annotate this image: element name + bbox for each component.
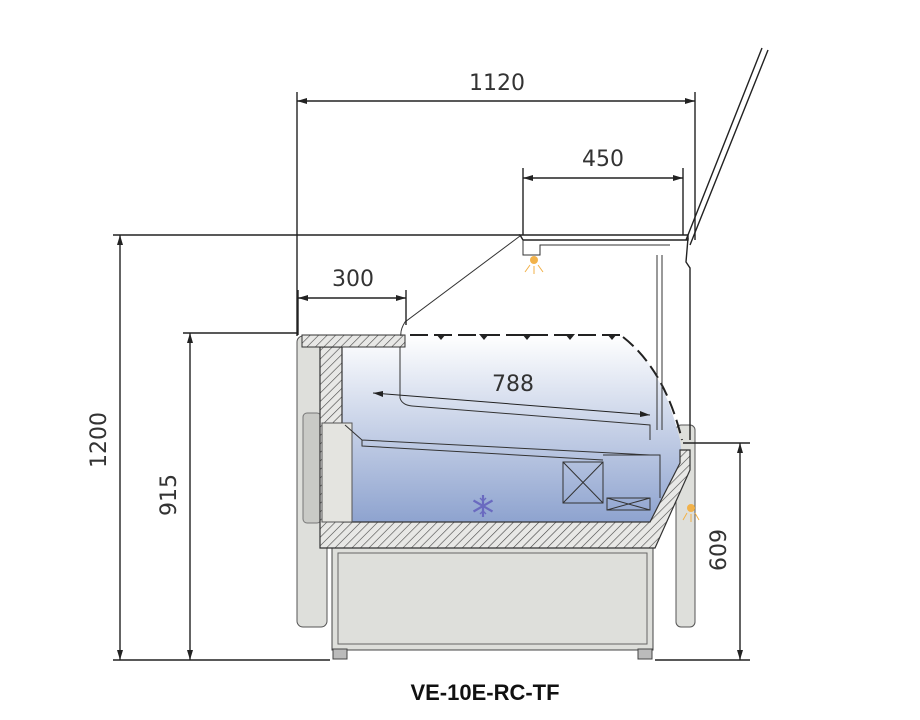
dim-shelf-depth: 300: [332, 267, 374, 292]
dim-counter-height: 915: [157, 474, 182, 516]
deck-plate: [344, 424, 651, 461]
dim-front-height: 609: [707, 529, 732, 571]
top-shelf: [301, 334, 406, 348]
light-icon: [524, 256, 544, 274]
refrigerated-interior: [342, 335, 682, 522]
dim-overall-depth: 1120: [469, 71, 525, 96]
foot-right: [637, 648, 653, 660]
dim-interior-depth: 788: [492, 372, 534, 397]
evaporator-fan: [562, 461, 604, 504]
dimension-arrows: [117, 98, 743, 660]
dim-canopy-depth: 450: [582, 147, 624, 172]
duct: [603, 454, 661, 498]
front-frame: [685, 237, 691, 440]
light-icon: [682, 504, 700, 522]
canopy-bracket: [522, 240, 670, 256]
sneeze-glass: [685, 47, 769, 246]
model-title: VE-10E-RC-TF: [410, 680, 559, 705]
rear-door: [321, 422, 353, 523]
snowflake-icon: [472, 495, 494, 517]
curved-front-glass: [622, 336, 683, 441]
canopy-slope: [400, 235, 521, 337]
foot-left: [332, 648, 348, 660]
dim-overall-height: 1200: [87, 412, 112, 468]
evaporator-coil: [606, 497, 651, 511]
base-frame: [331, 547, 654, 651]
base-inner: [337, 552, 648, 645]
handle-recess: [302, 412, 322, 524]
glass-markers: [436, 334, 617, 340]
dimension-lines: [113, 92, 750, 661]
canopy-bar: [518, 234, 689, 241]
display-shelf: [399, 347, 651, 440]
